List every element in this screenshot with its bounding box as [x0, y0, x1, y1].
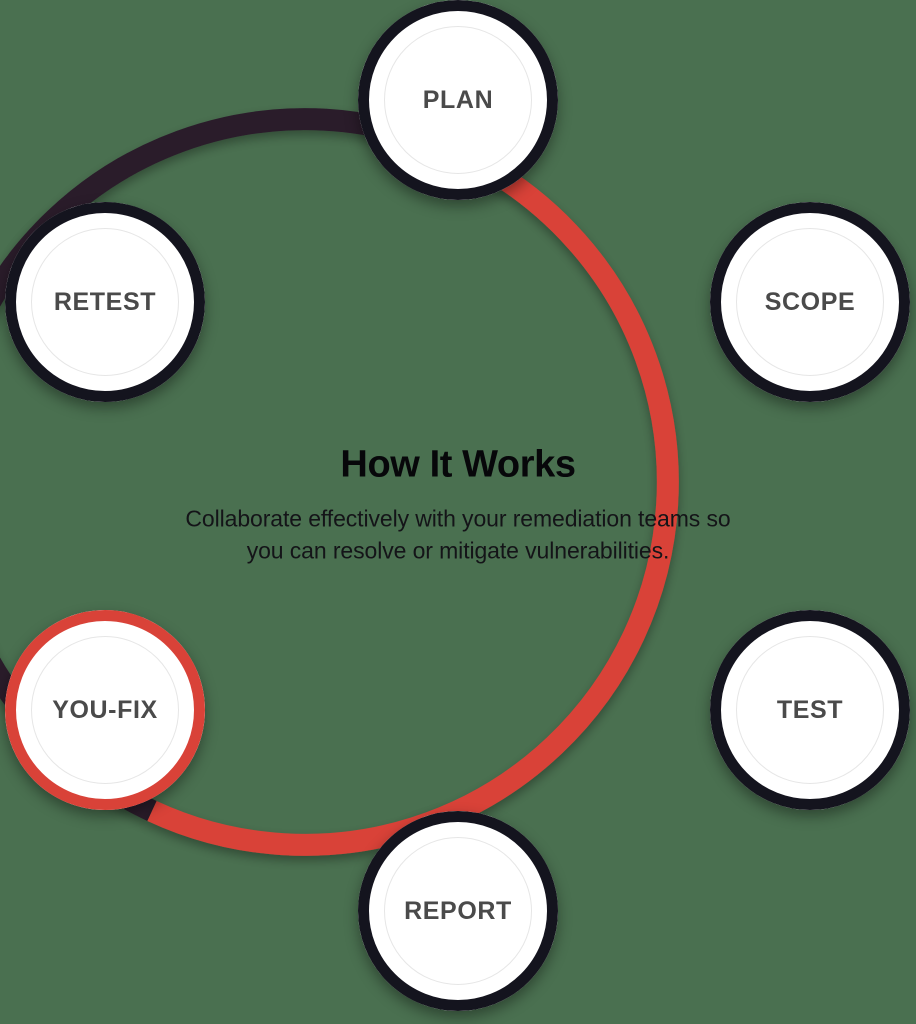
- cycle-node-youfix[interactable]: YOU-FIX: [5, 610, 205, 810]
- cycle-node-plan[interactable]: PLAN: [358, 0, 558, 200]
- cycle-node-retest[interactable]: RETEST: [5, 202, 205, 402]
- cycle-node-label-report: REPORT: [404, 896, 512, 925]
- cycle-node-label-plan: PLAN: [422, 85, 494, 114]
- cycle-node-scope[interactable]: SCOPE: [710, 202, 910, 402]
- arc-red: [147, 143, 679, 856]
- cycle-node-label-test: TEST: [776, 695, 844, 724]
- cycle-node-test[interactable]: TEST: [710, 610, 910, 810]
- cycle-node-label-retest: RETEST: [53, 287, 157, 316]
- cycle-node-report[interactable]: REPORT: [358, 811, 558, 1011]
- cycle-node-label-youfix: YOU-FIX: [52, 695, 158, 724]
- cycle-node-label-scope: SCOPE: [764, 287, 856, 316]
